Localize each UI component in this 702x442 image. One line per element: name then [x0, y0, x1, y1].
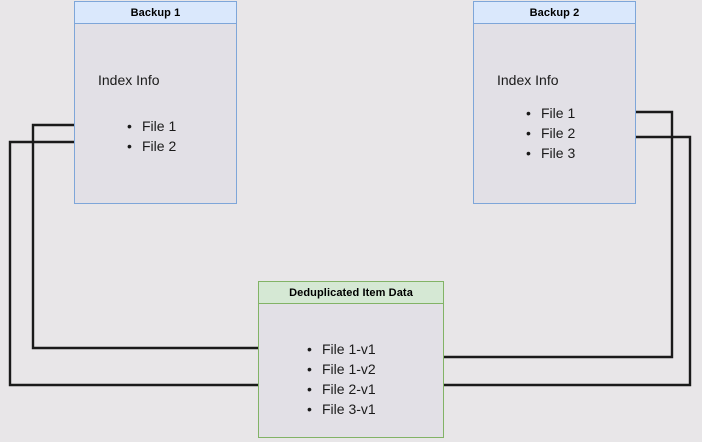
list-item: File 3-v1	[307, 399, 376, 419]
dedup-file-list: File 1-v1 File 1-v2 File 2-v1 File 3-v1	[307, 339, 376, 419]
node-backup-2[interactable]: Backup 2 Index Info File 1 File 2 File 3	[473, 1, 636, 204]
backup-1-file-list: File 1 File 2	[127, 116, 176, 156]
list-item: File 2-v1	[307, 379, 376, 399]
list-item: File 1-v2	[307, 359, 376, 379]
backup-2-index-info-label: Index Info	[497, 72, 559, 88]
list-item: File 1	[526, 103, 575, 123]
list-item: File 1	[127, 116, 176, 136]
node-backup-1-body: Index Info File 1 File 2	[75, 24, 236, 203]
node-backup-2-title: Backup 2	[474, 2, 635, 24]
node-deduplicated-item-data[interactable]: Deduplicated Item Data File 1-v1 File 1-…	[258, 281, 444, 438]
node-deduplicated-item-data-title: Deduplicated Item Data	[259, 282, 443, 304]
node-backup-1[interactable]: Backup 1 Index Info File 1 File 2	[74, 1, 237, 204]
node-backup-2-body: Index Info File 1 File 2 File 3	[474, 24, 635, 203]
list-item: File 2	[127, 136, 176, 156]
node-deduplicated-item-data-body: File 1-v1 File 1-v2 File 2-v1 File 3-v1	[259, 304, 443, 437]
list-item: File 2	[526, 123, 575, 143]
list-item: File 1-v1	[307, 339, 376, 359]
backup-1-index-info-label: Index Info	[98, 72, 160, 88]
node-backup-1-title: Backup 1	[75, 2, 236, 24]
list-item: File 3	[526, 143, 575, 163]
backup-2-file-list: File 1 File 2 File 3	[526, 103, 575, 163]
